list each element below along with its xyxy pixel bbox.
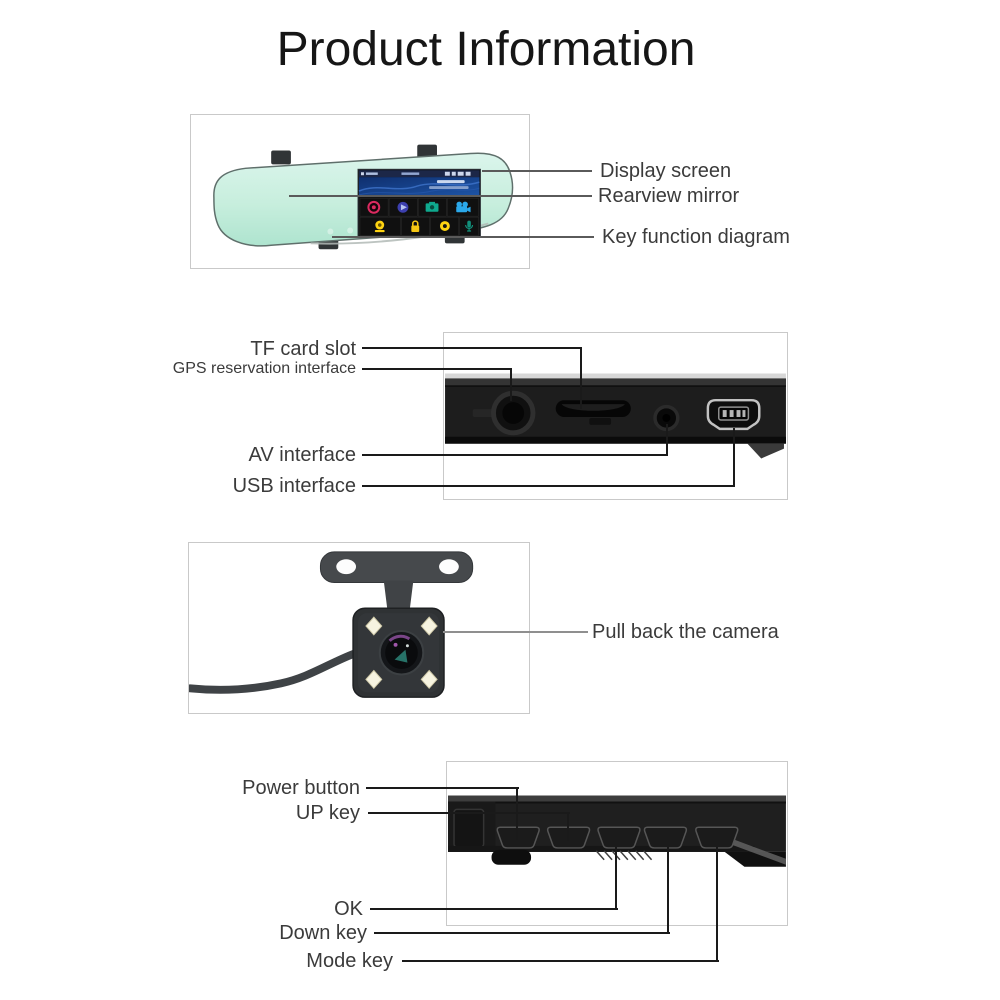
mode-key [695, 826, 739, 849]
mirror-image-panel [190, 114, 530, 269]
usb-port [706, 398, 761, 431]
display-screen-graphic [357, 168, 481, 238]
ok-key-label: OK [334, 898, 363, 920]
power-callout-line-h [366, 787, 519, 789]
pull-back-label: Pull back the camera [592, 621, 779, 643]
bracket-hole-right [439, 559, 459, 575]
gps-callout-line-v [510, 368, 512, 401]
key-function-label: Key function diagram [602, 226, 790, 248]
keys-edge-graphic [448, 795, 786, 867]
screen-status-bar [359, 170, 480, 178]
up-key-label: UP key [295, 802, 360, 824]
mode-key-label: Mode key [306, 950, 393, 972]
display-screen-callout-line [482, 170, 592, 172]
tf-card-callout-line-h [362, 347, 582, 349]
tf-card-slot [555, 400, 631, 425]
down-callout-line-v [667, 847, 669, 934]
av-callout-line-v [666, 424, 668, 456]
tf-card-label: TF card slot [250, 338, 356, 360]
down-key-label: Down key [279, 922, 367, 944]
pull-back-callout-line [443, 631, 588, 633]
playback-icon [397, 201, 409, 213]
page-title: Product Information [276, 23, 696, 76]
right-taper-highlight [732, 839, 786, 865]
ok-callout-line-v [615, 847, 617, 909]
ports-edge-graphic [445, 373, 786, 459]
photo-camera-icon [425, 201, 439, 212]
mount-notch [747, 443, 784, 459]
usb-callout-line-h [362, 485, 735, 487]
rearview-mirror-label: Rearview mirror [598, 185, 740, 207]
bracket-hole-left [336, 559, 357, 575]
down-callout-line-h [374, 932, 670, 934]
video-camera-icon [456, 201, 471, 213]
bottom-mount-tab [491, 849, 532, 865]
rearview-mirror-callout-line [289, 195, 592, 197]
ok-callout-line-h [370, 908, 618, 910]
mode-callout-line-v [716, 847, 718, 962]
usb-label: USB interface [232, 475, 356, 497]
gps-label: GPS reservation interface [172, 360, 356, 377]
gps-port [491, 390, 536, 436]
down-key [643, 826, 688, 849]
shutter-icon [439, 221, 450, 231]
camera-cable [189, 649, 359, 694]
av-label: AV interface [248, 444, 356, 466]
up-callout-line-v [567, 812, 569, 841]
key-function-callout-line [332, 236, 594, 238]
left-end-recess [453, 808, 485, 848]
microphone-icon [465, 220, 474, 232]
camera-bracket [319, 551, 474, 613]
camera-lens [378, 629, 425, 676]
screen-status-icons [360, 171, 471, 176]
speaker-grille [595, 850, 653, 861]
record-icon [367, 200, 381, 214]
ok-key [597, 826, 641, 849]
up-callout-line-h [368, 812, 570, 814]
keys-image-panel [446, 761, 788, 926]
camera-image-panel [188, 542, 530, 714]
ports-image-panel [443, 332, 788, 500]
camera-led-lights [365, 616, 438, 690]
power-button-label: Power button [242, 777, 360, 799]
mode-callout-line-h [402, 960, 719, 962]
power-key [496, 826, 540, 849]
display-screen-label: Display screen [600, 160, 732, 182]
glass-edge-reflection [445, 373, 786, 379]
usb-callout-line-v [733, 428, 735, 487]
tf-card-callout-line-v [580, 347, 582, 409]
lock-icon [411, 220, 420, 232]
av-callout-line-h [362, 454, 668, 456]
rear-camera-graphic [189, 551, 474, 698]
gps-callout-line-h [362, 368, 512, 370]
embossed-marking [472, 409, 495, 417]
av-port [653, 404, 680, 432]
rearview-mirror-graphic [213, 144, 514, 250]
webcam-icon [374, 220, 385, 233]
